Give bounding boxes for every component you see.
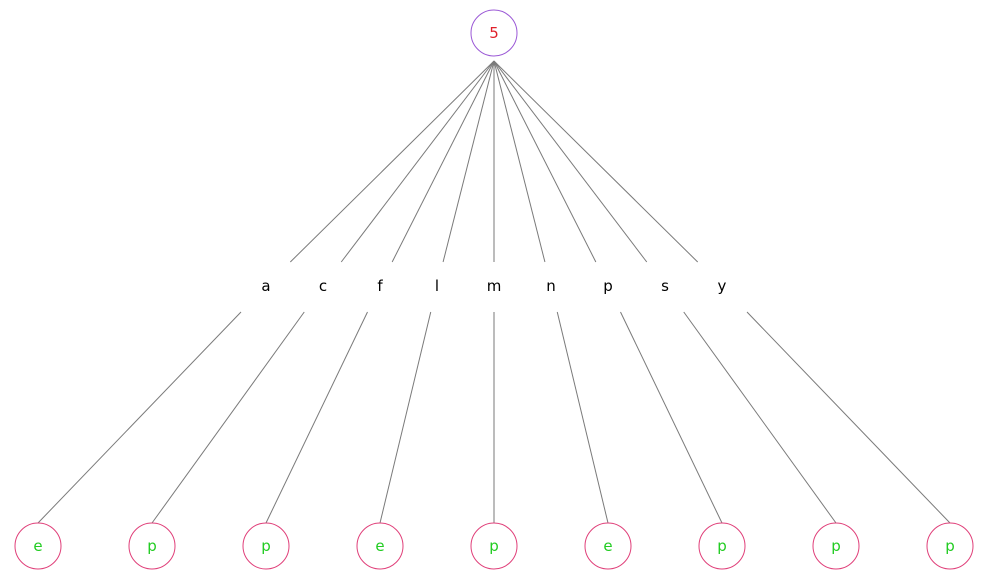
tree-nodes: 5 e p p e p e p p p <box>14 9 974 570</box>
edge-upper-f <box>391 60 495 263</box>
edge-lower-c <box>151 311 305 524</box>
leaf-node-circle <box>926 522 974 570</box>
edge-label: s <box>661 277 669 295</box>
leaf-node-circle <box>470 522 518 570</box>
leaf-node-circle <box>584 522 632 570</box>
edge-upper-s <box>493 60 648 263</box>
edge-upper-a <box>289 60 495 263</box>
edge-lower-l <box>379 311 432 524</box>
leaf-node-circle <box>128 522 176 570</box>
leaf-node-circle <box>14 522 62 570</box>
leaf-node: e <box>14 522 62 570</box>
root-node: 5 <box>470 9 518 57</box>
edge-lower-f <box>265 311 368 524</box>
edge-label: f <box>377 277 383 295</box>
leaf-node: p <box>470 522 518 570</box>
edge-lower-y <box>746 311 951 524</box>
leaf-node-circle <box>698 522 746 570</box>
edge-label: n <box>546 277 556 295</box>
edge-upper-y <box>493 60 699 263</box>
edge-label: c <box>319 277 327 295</box>
leaf-node-label: p <box>489 537 499 555</box>
edge-upper-n <box>493 60 546 263</box>
leaf-node-label: e <box>33 537 42 555</box>
leaf-node: p <box>926 522 974 570</box>
root-node-circle <box>470 9 518 57</box>
leaf-node: p <box>812 522 860 570</box>
leaf-node-label: p <box>945 537 955 555</box>
leaf-node-label: p <box>717 537 727 555</box>
edge-upper-p <box>493 60 597 263</box>
leaf-node-circle <box>242 522 290 570</box>
leaf-node-label: e <box>375 537 384 555</box>
edge-lower-n <box>556 311 609 524</box>
edge-lower-s <box>683 311 837 524</box>
leaf-node: p <box>698 522 746 570</box>
edge-upper-l <box>442 60 495 263</box>
leaf-node: e <box>584 522 632 570</box>
leaf-node-label: p <box>147 537 157 555</box>
edge-lower-a <box>37 311 242 524</box>
edge-upper-c <box>340 60 495 263</box>
edge-label: y <box>718 277 727 295</box>
root-node-label: 5 <box>489 24 499 42</box>
leaf-node-circle <box>812 522 860 570</box>
edge-label: p <box>603 277 613 295</box>
leaf-node: e <box>356 522 404 570</box>
leaf-node: p <box>128 522 176 570</box>
leaf-node-label: p <box>261 537 271 555</box>
edge-label: l <box>435 277 439 295</box>
leaf-node-label: e <box>603 537 612 555</box>
edge-label: m <box>487 277 502 295</box>
edge-label: a <box>261 277 270 295</box>
leaf-node-label: p <box>831 537 841 555</box>
leaf-node: p <box>242 522 290 570</box>
tree-edges <box>37 60 951 524</box>
edge-lower-p <box>620 311 723 524</box>
leaf-node-circle <box>356 522 404 570</box>
